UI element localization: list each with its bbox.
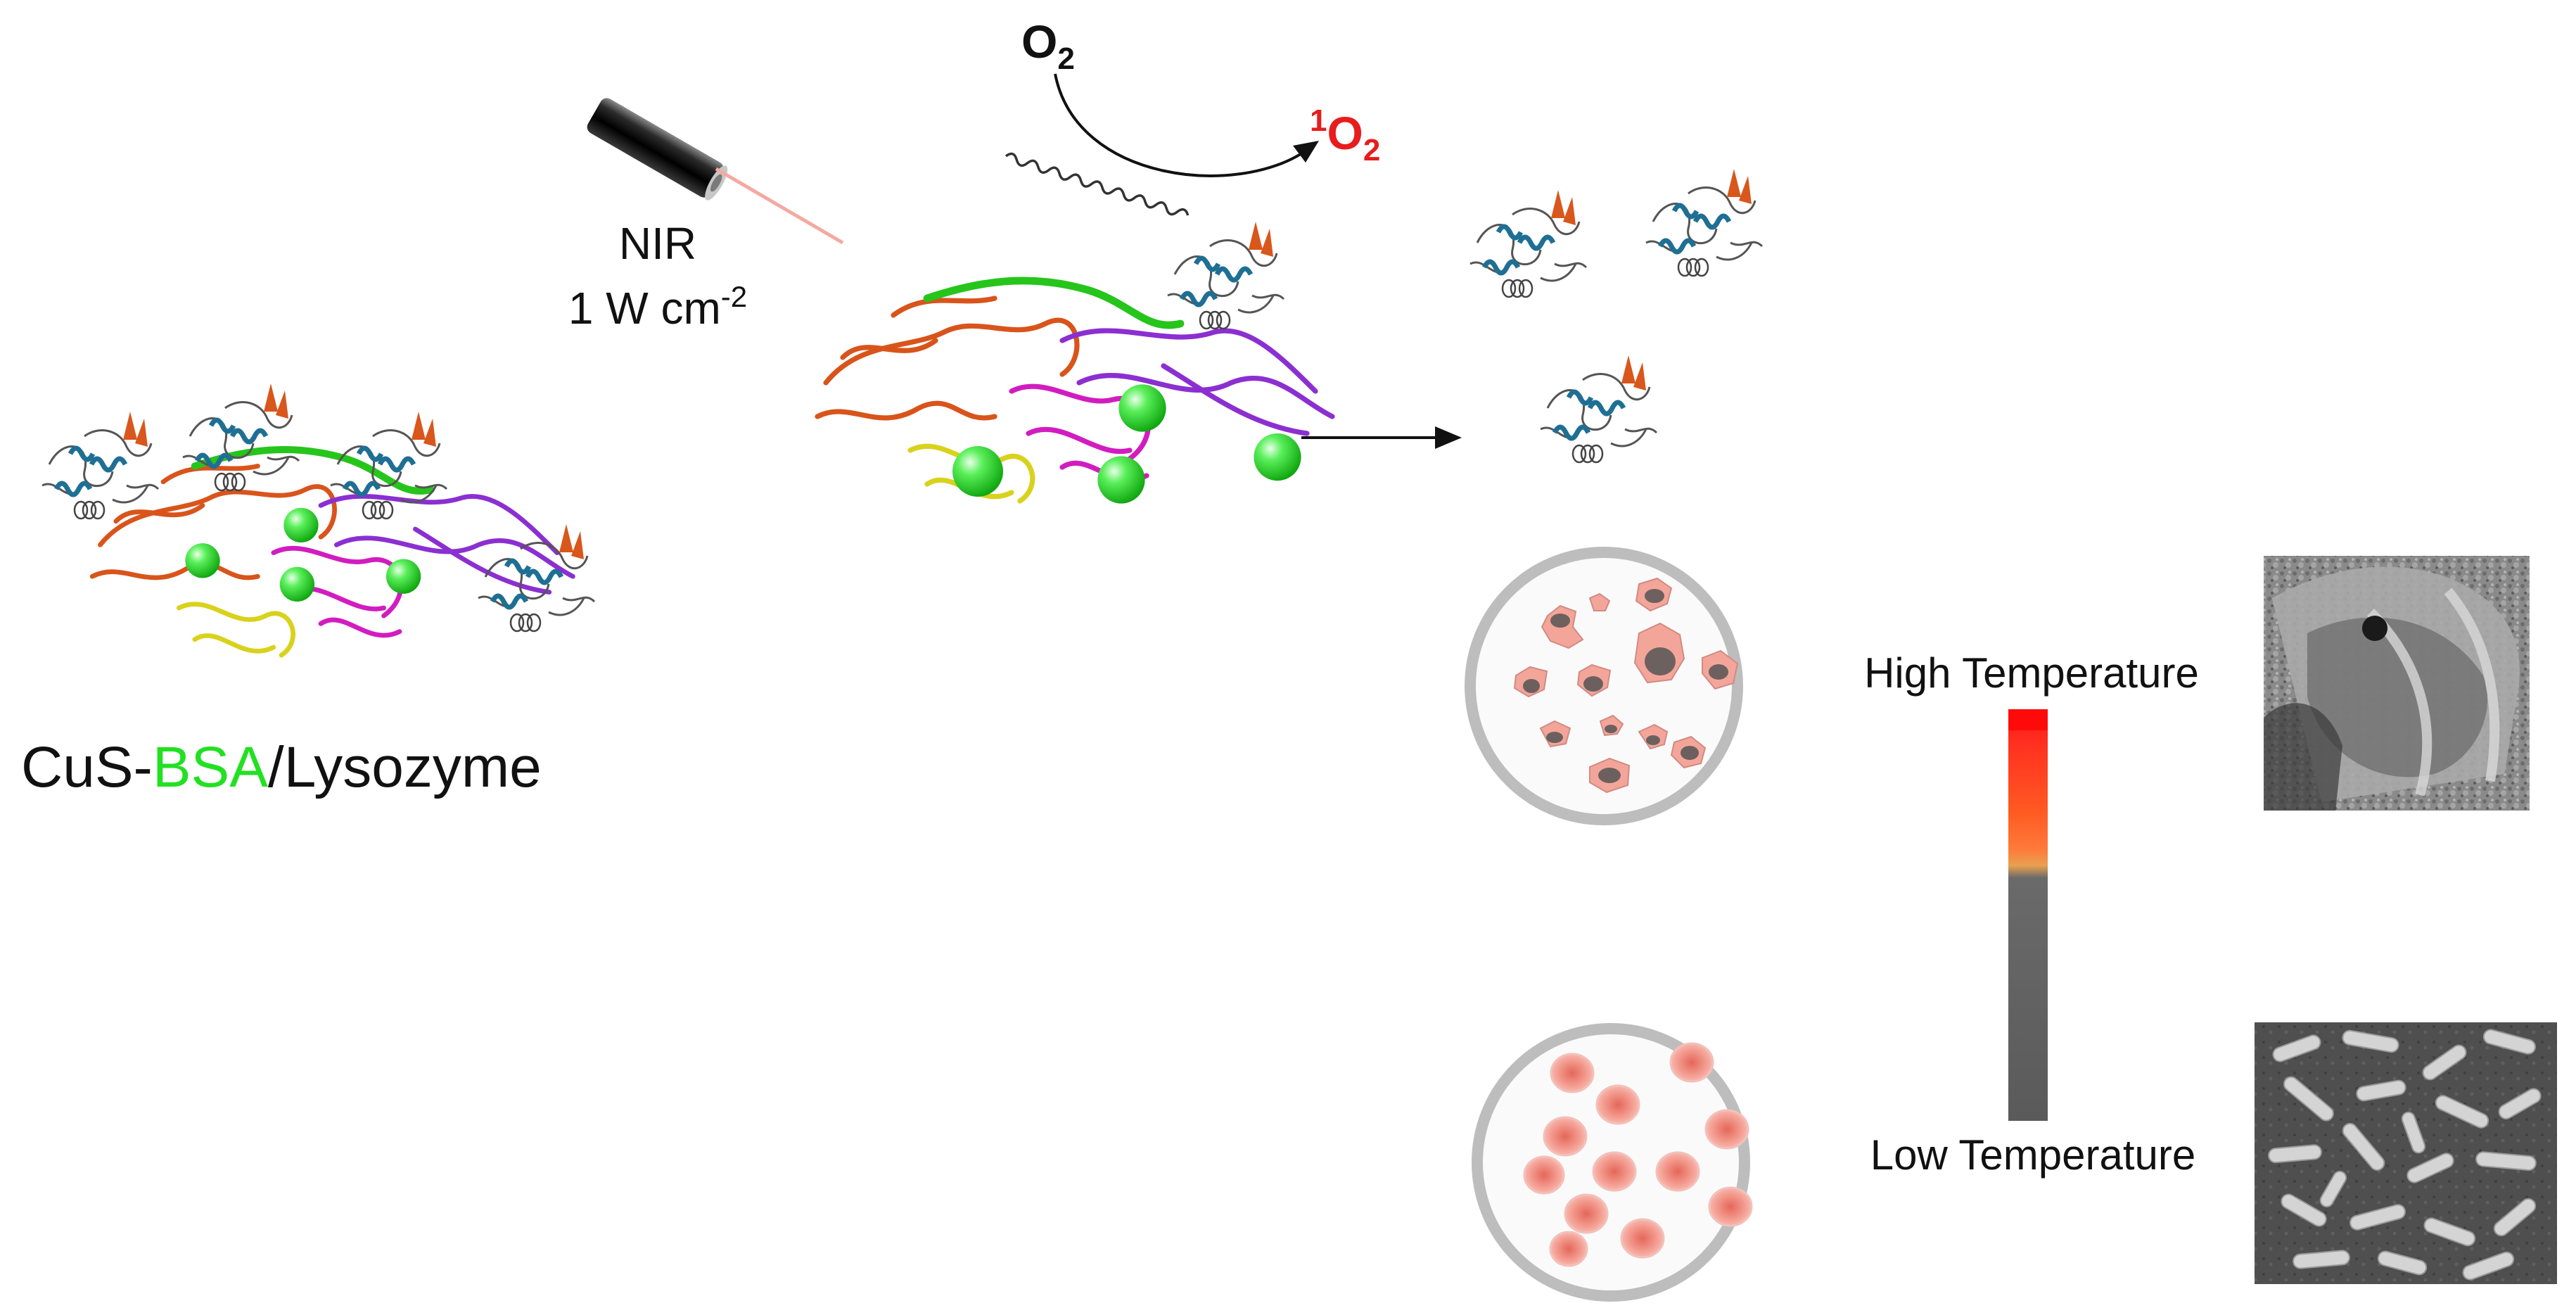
lysozyme-icon [183,383,299,490]
cus-nanoparticle-icon [1097,456,1145,504]
laser-label-line1: NIR [619,218,696,269]
complex-middle [817,281,1332,504]
laser-beam [715,167,844,245]
cus-nanoparticle-icon [385,559,421,594]
lysozyme-icon [1646,169,1762,276]
cus-nanoparticle-icon [283,507,319,543]
laser-pointer-icon [587,98,728,201]
high-temperature-label: High Temperature [1864,649,2199,697]
lysozyme-icon [1541,355,1657,462]
oxygen-label: O2 [1021,15,1075,76]
laser-label-line2: 1 W cm-2 [568,280,747,334]
singlet-oxygen-label: 1O2 [1310,103,1380,167]
bsa-protein-icon [817,281,1332,501]
cus-nanoparticle-icon [185,543,220,578]
lysozyme-icon [1168,222,1284,329]
petri-dish-high-icon [1465,547,1743,825]
complex-label: CuS-BSA/Lysozyme [21,735,542,799]
lysozyme-icon [42,412,158,519]
thermometer-bar-icon [2008,709,2048,1121]
cus-nanoparticle-icon [1254,433,1301,481]
low-temperature-label: Low Temperature [1870,1131,2195,1179]
right-arrow-icon [1301,426,1462,449]
cus-nanoparticle-icon [279,566,315,602]
petri-dish-low-icon [1472,1023,1753,1302]
curved-arrow-icon [1054,73,1319,177]
cus-nanoparticle-icon [1118,384,1166,432]
complex-left [92,450,573,655]
bsa-protein-icon [92,450,573,655]
sem-image-low-temperature [2255,1022,2557,1284]
lysozyme-icon [1470,190,1586,297]
wavy-light-icon [1005,152,1190,216]
sem-image-high-temperature [2264,556,2530,811]
cus-nanoparticle-icon [952,446,1003,497]
